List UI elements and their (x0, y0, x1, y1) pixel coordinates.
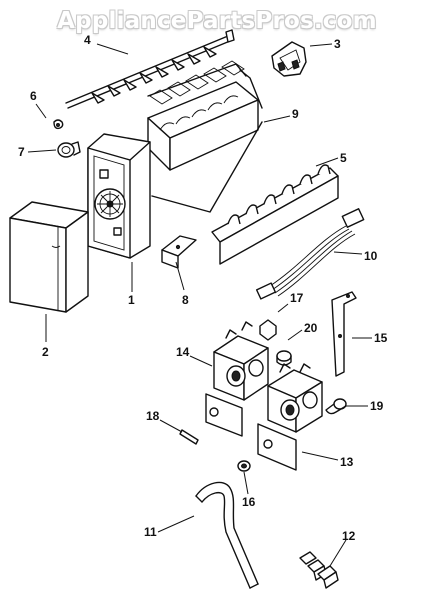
valve-bracket (331, 291, 357, 377)
callout-7: 7 (18, 145, 25, 159)
ice-mold (147, 60, 263, 213)
callout-2: 2 (42, 345, 49, 359)
callout-4: 4 (84, 33, 91, 47)
insert-sleeve-right (325, 398, 347, 415)
callout-11: 11 (144, 525, 157, 539)
water-valve-front (205, 321, 269, 437)
retainer-clip (53, 119, 64, 130)
callout-16: 16 (242, 495, 256, 509)
callout-15: 15 (374, 331, 388, 345)
callout-13: 13 (340, 455, 354, 469)
stripper (211, 164, 339, 265)
water-tube (195, 481, 259, 589)
ejector-rake (65, 29, 235, 109)
callout-3: 3 (334, 37, 341, 51)
knob (57, 141, 81, 158)
callout-5: 5 (340, 151, 347, 165)
mounting-bracket (161, 235, 197, 269)
insert-sleeve (259, 319, 277, 341)
ice-maker-cover (9, 201, 89, 313)
watermark-text: AppliancePartsPros.com (57, 8, 377, 34)
callout-10: 10 (364, 249, 378, 263)
callout-1: 1 (128, 293, 135, 307)
wire-harness (255, 208, 365, 300)
insert-sleeve-center (276, 350, 292, 366)
callout-labels: 4 3 6 7 9 5 1 2 8 10 17 20 15 14 19 18 1… (18, 33, 388, 543)
callout-6: 6 (30, 89, 37, 103)
callout-9: 9 (292, 107, 299, 121)
callout-18: 18 (146, 409, 160, 423)
inlet-insert (237, 460, 251, 472)
fitting-nuts (299, 551, 339, 589)
callout-19: 19 (370, 399, 384, 413)
callout-17: 17 (290, 291, 304, 305)
water-valve-rear (257, 363, 323, 471)
ice-maker-assembly (87, 133, 151, 259)
motor-gear (94, 188, 126, 220)
callout-8: 8 (182, 293, 189, 307)
bracket-clip (271, 41, 307, 77)
callout-12: 12 (342, 529, 356, 543)
leader-lines (27, 43, 372, 567)
callout-20: 20 (304, 321, 318, 335)
pin (179, 429, 199, 445)
callout-14: 14 (176, 345, 190, 359)
